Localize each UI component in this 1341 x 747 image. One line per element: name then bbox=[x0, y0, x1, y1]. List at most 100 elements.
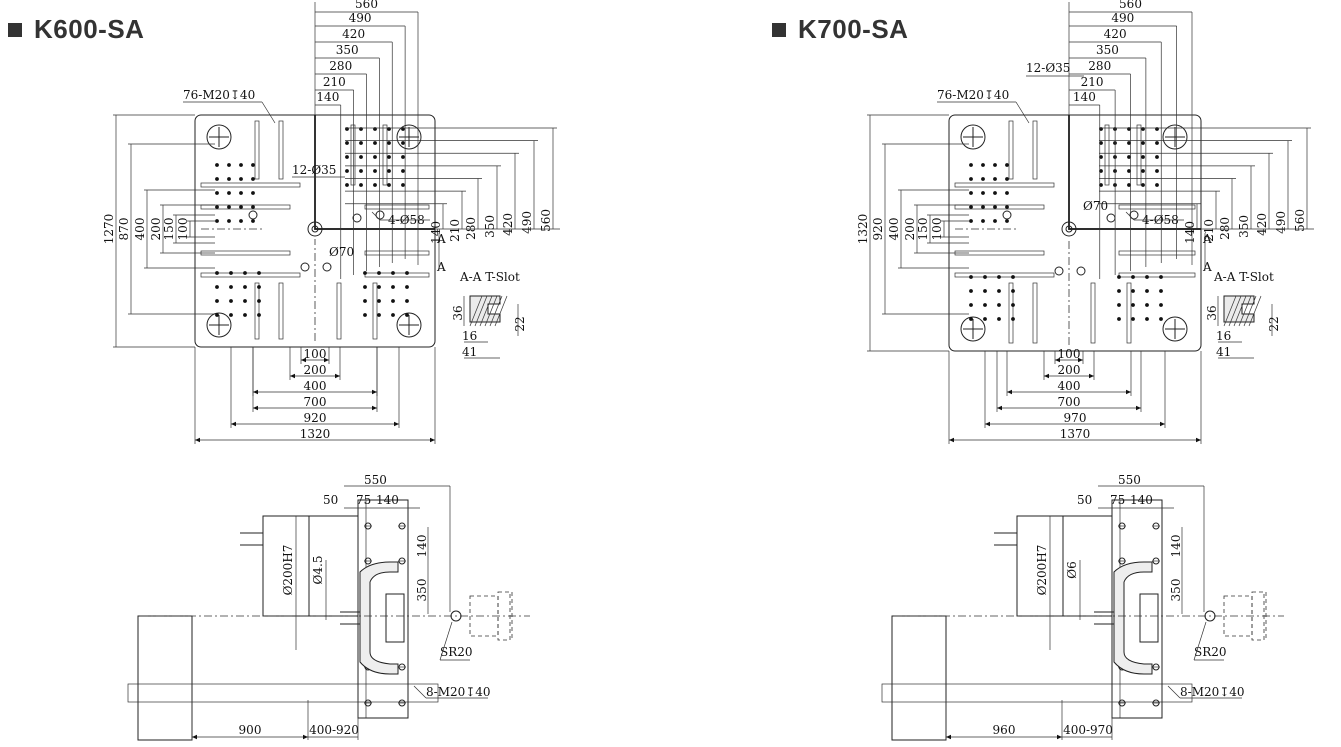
dim-label: Ø200H7 bbox=[1035, 545, 1049, 596]
arrowhead bbox=[301, 357, 306, 363]
thread-hole bbox=[1155, 169, 1159, 173]
thread-hole bbox=[1011, 289, 1015, 293]
dim-label: 490 bbox=[1274, 211, 1288, 234]
dim-label: 200 bbox=[149, 218, 163, 241]
thread-hole bbox=[229, 313, 233, 317]
thread-hole bbox=[227, 163, 231, 167]
ejector-hole bbox=[1076, 266, 1086, 276]
thread-hole bbox=[363, 299, 367, 303]
arrowhead bbox=[1126, 389, 1131, 395]
outline bbox=[891, 615, 947, 741]
line bbox=[1223, 295, 1237, 327]
thread-hole bbox=[387, 155, 391, 159]
dim-label: 400 bbox=[887, 218, 901, 241]
thread-hole bbox=[215, 285, 219, 289]
thread-hole bbox=[993, 163, 997, 167]
ejector-hole bbox=[1129, 210, 1139, 220]
thread-hole bbox=[1145, 317, 1149, 321]
thread-hole bbox=[997, 275, 1001, 279]
ejector-hole bbox=[248, 210, 258, 220]
section-mark: A bbox=[436, 232, 446, 246]
ejector-hole bbox=[375, 210, 385, 220]
dim-label: 900 bbox=[239, 723, 262, 737]
dim-label: 700 bbox=[1058, 395, 1081, 409]
outline bbox=[1223, 595, 1253, 637]
nozzle-cup bbox=[1113, 561, 1153, 675]
outline bbox=[127, 683, 439, 703]
square-bullet-icon bbox=[772, 22, 786, 37]
dim-label: 490 bbox=[1111, 11, 1134, 25]
callout-threads: 76-M20↧40 bbox=[937, 88, 1009, 102]
thread-hole bbox=[243, 313, 247, 317]
dim-label: Ø6 bbox=[1065, 561, 1079, 578]
thread-hole bbox=[257, 299, 261, 303]
thread-hole bbox=[1005, 191, 1009, 195]
thread-hole bbox=[1117, 275, 1121, 279]
thread-hole bbox=[359, 169, 363, 173]
heading-k700: K700-SA bbox=[772, 14, 908, 45]
dim-label: 1270 bbox=[102, 214, 116, 245]
arrowhead bbox=[1044, 373, 1049, 379]
thread-hole bbox=[983, 317, 987, 321]
thread-hole bbox=[993, 219, 997, 223]
thread-hole bbox=[251, 205, 255, 209]
thread-hole bbox=[969, 163, 973, 167]
thread-hole bbox=[373, 183, 377, 187]
thread-hole bbox=[405, 299, 409, 303]
thread-hole bbox=[969, 303, 973, 307]
mounting-hole-icon bbox=[396, 124, 422, 150]
tslot-title: A-A T-Slot bbox=[459, 270, 520, 284]
thread-hole bbox=[359, 183, 363, 187]
thread-hole bbox=[391, 299, 395, 303]
thread-hole bbox=[227, 177, 231, 181]
thread-hole bbox=[981, 163, 985, 167]
ejector-hole bbox=[1002, 210, 1012, 220]
line bbox=[1243, 295, 1257, 327]
dim-label: 920 bbox=[871, 218, 885, 241]
thread-hole bbox=[251, 177, 255, 181]
dim-label: 400 bbox=[304, 379, 327, 393]
callout-holes12: 12-Ø35 bbox=[292, 163, 336, 177]
thread-hole bbox=[1127, 169, 1131, 173]
dim-label: 100 bbox=[304, 347, 327, 361]
outline bbox=[1111, 499, 1163, 719]
outline bbox=[1032, 120, 1038, 180]
thread-hole bbox=[363, 271, 367, 275]
thread-hole bbox=[969, 317, 973, 321]
section-mark: A bbox=[1202, 260, 1212, 274]
thread-hole bbox=[981, 177, 985, 181]
model-title: K700-SA bbox=[798, 14, 909, 44]
dim-label: 560 bbox=[1293, 209, 1307, 232]
hole-outline bbox=[960, 316, 986, 342]
arrowhead bbox=[335, 373, 340, 379]
dim-label: 140 bbox=[1073, 90, 1096, 104]
dim-label: 420 bbox=[342, 27, 365, 41]
thread-hole bbox=[401, 155, 405, 159]
outline bbox=[350, 124, 356, 186]
outline bbox=[954, 272, 1055, 278]
mounting-hole-icon bbox=[206, 312, 232, 338]
outline bbox=[954, 182, 1055, 188]
thread-hole bbox=[359, 141, 363, 145]
dim-label: 400 bbox=[1058, 379, 1081, 393]
dim-label: 50 bbox=[323, 493, 338, 507]
arrowhead bbox=[1089, 373, 1094, 379]
line bbox=[413, 685, 427, 699]
thread-hole bbox=[1011, 317, 1015, 321]
outline bbox=[200, 272, 301, 278]
thread-hole bbox=[215, 299, 219, 303]
outline bbox=[372, 282, 378, 340]
square-bullet-icon bbox=[8, 22, 22, 37]
arrowhead bbox=[192, 734, 197, 740]
outline bbox=[1032, 282, 1038, 344]
thread-hole bbox=[257, 271, 261, 275]
arrowhead bbox=[324, 357, 329, 363]
dim-label: 400-970 bbox=[1063, 723, 1113, 737]
thread-hole bbox=[227, 191, 231, 195]
thread-hole bbox=[1131, 275, 1135, 279]
hole-outline bbox=[206, 312, 232, 338]
thread-hole bbox=[1141, 141, 1145, 145]
